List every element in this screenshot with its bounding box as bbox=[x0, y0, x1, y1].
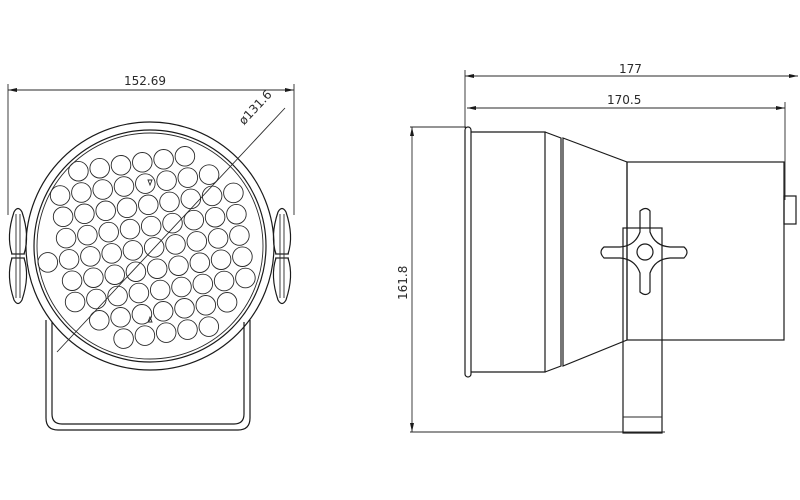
marker-bottom bbox=[147, 315, 153, 323]
led-icon bbox=[159, 191, 180, 213]
overall-length-label: 177 bbox=[619, 62, 642, 76]
led-icon bbox=[183, 209, 205, 231]
led-icon bbox=[89, 157, 110, 179]
led-icon bbox=[138, 194, 159, 216]
led-icon bbox=[204, 206, 226, 228]
led-icon bbox=[174, 298, 195, 319]
led-icon bbox=[146, 258, 168, 279]
led-icon bbox=[143, 237, 165, 258]
led-icon bbox=[198, 164, 220, 185]
led-icon bbox=[116, 197, 138, 219]
led-icon bbox=[107, 285, 128, 307]
led-icon bbox=[58, 249, 80, 270]
front-width-dimension bbox=[7, 84, 295, 215]
led-icon bbox=[49, 185, 71, 206]
led-icon bbox=[232, 246, 253, 267]
led-icon bbox=[171, 276, 192, 298]
led-icon bbox=[64, 291, 86, 313]
led-icon bbox=[192, 273, 214, 295]
led-icon bbox=[213, 270, 235, 292]
led-icon bbox=[61, 270, 83, 291]
led-icon bbox=[162, 212, 183, 234]
led-icon bbox=[98, 221, 119, 243]
led-icon bbox=[189, 252, 211, 273]
led-icon bbox=[174, 146, 196, 167]
led-icon bbox=[89, 310, 110, 331]
led-icon bbox=[122, 240, 144, 261]
led-icon bbox=[80, 246, 101, 267]
led-icon bbox=[110, 307, 131, 328]
cross-knob bbox=[600, 207, 688, 296]
led-icon bbox=[37, 252, 59, 273]
led-icon bbox=[131, 304, 153, 325]
led-icon bbox=[135, 173, 156, 194]
led-icon bbox=[223, 182, 244, 204]
led-icon bbox=[74, 203, 95, 225]
led-icon bbox=[207, 228, 229, 249]
led-icon bbox=[55, 227, 77, 249]
led-icon bbox=[235, 267, 256, 289]
led-icon bbox=[52, 206, 74, 228]
overall-length-dimension bbox=[464, 70, 798, 128]
body-length-dimension bbox=[467, 102, 786, 200]
led-icon bbox=[216, 292, 238, 313]
led-icon bbox=[128, 282, 150, 304]
led-icon bbox=[165, 234, 186, 255]
led-icon bbox=[153, 149, 174, 170]
led-icon bbox=[113, 328, 134, 349]
left-knob bbox=[8, 207, 28, 305]
led-icon bbox=[186, 231, 208, 252]
led-icon bbox=[110, 155, 132, 176]
led-icon bbox=[95, 200, 116, 222]
led-icon bbox=[229, 225, 250, 246]
height-label: 161.8 bbox=[396, 265, 410, 300]
led-icon bbox=[77, 224, 98, 246]
led-icon bbox=[195, 295, 217, 316]
diameter-dimension bbox=[56, 107, 286, 353]
led-icon bbox=[104, 264, 125, 285]
led-icon bbox=[226, 203, 247, 225]
led-array bbox=[37, 146, 256, 349]
side-bracket-arm bbox=[622, 227, 663, 434]
led-icon bbox=[101, 243, 122, 264]
led-icon bbox=[168, 255, 189, 276]
led-icon bbox=[71, 182, 92, 203]
led-icon bbox=[156, 170, 177, 191]
led-icon bbox=[68, 160, 89, 182]
front-width-label: 152.69 bbox=[124, 74, 166, 88]
front-bezel bbox=[464, 126, 472, 378]
body-length-label: 170.5 bbox=[607, 93, 642, 107]
housing bbox=[471, 131, 797, 373]
marker-top bbox=[147, 179, 153, 187]
led-icon bbox=[177, 319, 198, 340]
led-icon bbox=[119, 218, 141, 240]
led-icon bbox=[149, 279, 171, 301]
front-lens-rim bbox=[25, 121, 275, 371]
right-knob bbox=[272, 207, 292, 305]
led-icon bbox=[152, 301, 174, 322]
led-icon bbox=[198, 316, 220, 337]
led-icon bbox=[177, 167, 199, 188]
led-icon bbox=[83, 267, 104, 288]
led-icon bbox=[140, 215, 162, 237]
led-icon bbox=[113, 176, 135, 197]
led-icon bbox=[155, 322, 177, 343]
led-icon bbox=[210, 249, 232, 270]
led-icon bbox=[134, 325, 156, 346]
yoke-bracket bbox=[45, 320, 251, 431]
led-icon bbox=[92, 179, 113, 200]
led-icon bbox=[132, 152, 153, 173]
led-icon bbox=[125, 261, 147, 282]
